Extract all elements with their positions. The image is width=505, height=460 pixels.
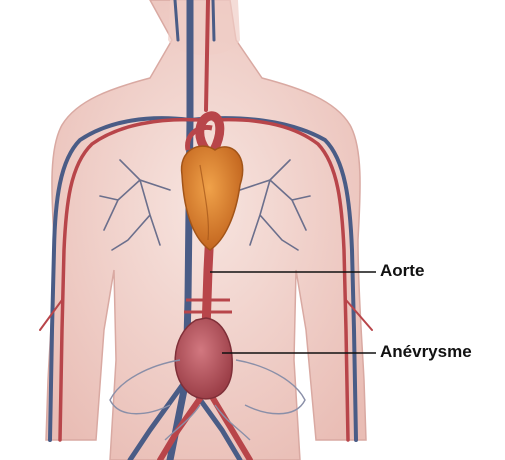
aorta-label: Aorte (380, 262, 424, 279)
aneurysm-label: Anévrysme (380, 343, 472, 360)
